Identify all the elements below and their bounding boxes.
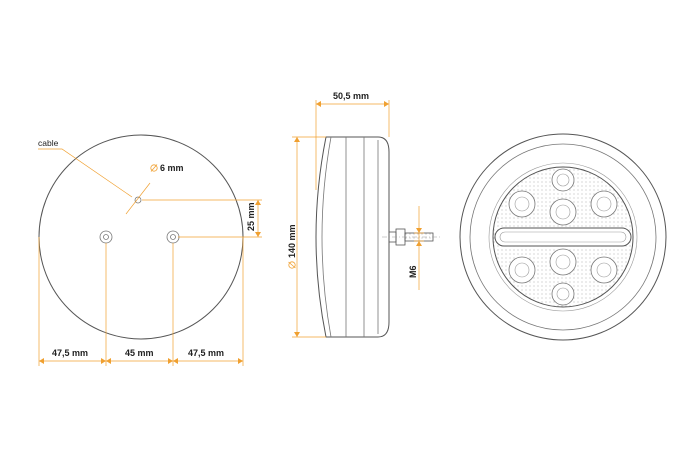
led-bottom-center xyxy=(549,248,577,276)
lamp-outer-ring xyxy=(459,133,667,341)
back-view: cable 6 mm 25 mm 47,5 mm 45 mm 47,5 mm xyxy=(38,134,262,366)
thread-label: M6 xyxy=(408,265,418,278)
vertical-25mm-label: 25 mm xyxy=(246,202,256,231)
diameter-symbol xyxy=(288,261,296,269)
led-bottom-edge xyxy=(551,282,575,306)
depth-dimension-label: 50,5 mm xyxy=(333,91,369,101)
led-top-left xyxy=(508,190,536,218)
led-top-edge xyxy=(551,168,575,192)
diameter-dimension-label: 140 mm xyxy=(287,224,297,258)
side-housing-outline xyxy=(315,136,390,338)
side-view: 50,5 mm 140 mm M6 xyxy=(287,91,440,338)
mounting-hole-right xyxy=(166,230,180,244)
cable-label: cable xyxy=(38,138,59,148)
hole-diameter-symbol xyxy=(150,164,158,172)
dim-bottom-right: 47,5 mm xyxy=(188,348,224,358)
led-bottom-left xyxy=(508,256,536,284)
hole-dimension-label: 6 mm xyxy=(160,163,184,173)
lamp-front-view xyxy=(459,133,667,341)
led-top-center xyxy=(549,198,577,226)
dim-bottom-left: 47,5 mm xyxy=(52,348,88,358)
central-light-bar xyxy=(494,227,632,247)
mounting-stud xyxy=(382,228,440,246)
dim-bottom-middle: 45 mm xyxy=(125,348,154,358)
lamp-inner-ring xyxy=(469,143,657,331)
mounting-hole-left xyxy=(99,230,113,244)
led-top-right xyxy=(590,190,618,218)
led-bottom-right xyxy=(590,256,618,284)
cable-hole xyxy=(134,196,142,204)
